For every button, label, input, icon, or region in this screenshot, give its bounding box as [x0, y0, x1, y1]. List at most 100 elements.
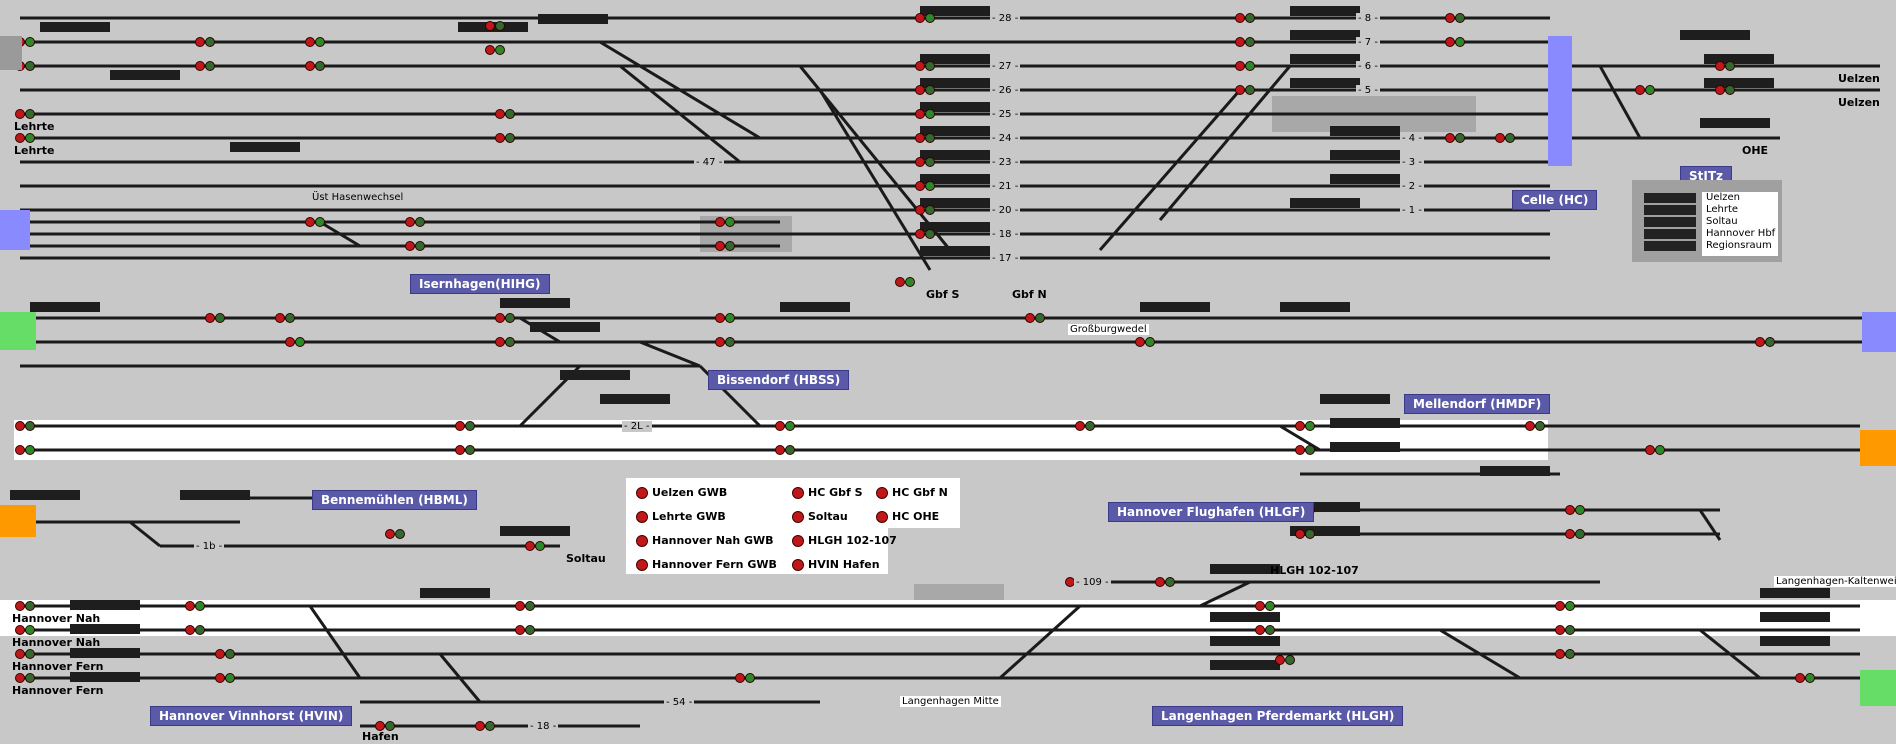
signal-light[interactable] [1715, 85, 1725, 95]
signal-light[interactable] [1285, 655, 1295, 665]
signal-light[interactable] [775, 445, 785, 455]
track-block-16[interactable] [1290, 30, 1360, 40]
signal-light[interactable] [1505, 133, 1515, 143]
track-block-32[interactable] [1280, 302, 1350, 312]
track-switch-6[interactable] [1598, 65, 1642, 139]
track-block-10[interactable] [920, 150, 990, 160]
signal-light[interactable] [25, 649, 35, 659]
signal-light[interactable] [1245, 61, 1255, 71]
signal-light[interactable] [195, 37, 205, 47]
signal-light[interactable] [1645, 445, 1655, 455]
legend-item[interactable]: Regionsraum [1706, 240, 1772, 251]
signal-light[interactable] [395, 529, 405, 539]
signal-light[interactable] [1085, 421, 1095, 431]
track-switch-0[interactable] [599, 40, 761, 140]
signal-light[interactable] [285, 313, 295, 323]
signal-light[interactable] [505, 133, 515, 143]
signal-light[interactable] [195, 61, 205, 71]
signal-light[interactable] [1265, 601, 1275, 611]
signal-light[interactable] [725, 241, 735, 251]
signal-light[interactable] [1305, 445, 1315, 455]
legend-item[interactable]: Soltau [1706, 216, 1738, 227]
track-block-18[interactable] [1290, 78, 1360, 88]
track-block-20[interactable] [1330, 150, 1400, 160]
track-block-24[interactable] [1704, 54, 1774, 64]
signal-light[interactable] [1795, 673, 1805, 683]
track-switch-1[interactable] [619, 64, 741, 164]
signal-light[interactable] [505, 337, 515, 347]
track-switch-5[interactable] [1158, 65, 1292, 221]
signal-light[interactable] [185, 601, 195, 611]
signal-light[interactable] [1725, 61, 1735, 71]
track-block-25[interactable] [1704, 78, 1774, 88]
track-block-4[interactable] [538, 14, 608, 24]
track-switch-9[interactable] [639, 340, 701, 368]
signal-light[interactable] [915, 157, 925, 167]
signal-light[interactable] [1245, 37, 1255, 47]
track-block-46[interactable] [70, 648, 140, 658]
signal-light[interactable] [1035, 313, 1045, 323]
edge-right-blue-celle[interactable] [1548, 36, 1572, 166]
signal-light[interactable] [925, 133, 935, 143]
signal-light[interactable] [915, 181, 925, 191]
signal-light[interactable] [915, 229, 925, 239]
legend-item[interactable]: Lehrte [1706, 204, 1739, 215]
signal-light[interactable] [775, 421, 785, 431]
signal-light[interactable] [725, 217, 735, 227]
signal-light[interactable] [925, 229, 935, 239]
signal-light[interactable] [1715, 61, 1725, 71]
track-switch-3[interactable] [818, 89, 932, 271]
track-block-34[interactable] [600, 394, 670, 404]
station-mellendorf[interactable]: Mellendorf (HMDF) [1404, 394, 1551, 414]
station-bennemuehlen[interactable]: Bennemühlen (HBML) [312, 490, 477, 510]
signal-light[interactable] [1295, 529, 1305, 539]
track-block-33[interactable] [560, 370, 630, 380]
signal-light[interactable] [195, 625, 205, 635]
track-block-52[interactable] [1210, 660, 1280, 670]
signal-light[interactable] [915, 13, 925, 23]
signal-light[interactable] [925, 181, 935, 191]
signal-light[interactable] [1565, 625, 1575, 635]
track-switch-13[interactable] [129, 520, 161, 548]
indicator-hc-ohe[interactable]: HC OHE [876, 506, 939, 525]
signal-light[interactable] [915, 133, 925, 143]
track-block-31[interactable] [1140, 302, 1210, 312]
signal-light[interactable] [465, 445, 475, 455]
signal-light[interactable] [915, 205, 925, 215]
signal-light[interactable] [745, 673, 755, 683]
track-block-11[interactable] [920, 174, 990, 184]
station-celle[interactable]: Celle (HC) [1512, 190, 1598, 210]
signal-light[interactable] [925, 205, 935, 215]
signal-light[interactable] [1565, 649, 1575, 659]
signal-light[interactable] [715, 241, 725, 251]
signal-light[interactable] [15, 625, 25, 635]
signal-light[interactable] [1235, 61, 1245, 71]
signal-light[interactable] [205, 61, 215, 71]
signal-light[interactable] [205, 37, 215, 47]
signal-light[interactable] [1555, 625, 1565, 635]
signal-light[interactable] [295, 337, 305, 347]
signal-light[interactable] [25, 625, 35, 635]
signal-light[interactable] [215, 313, 225, 323]
signal-light[interactable] [25, 445, 35, 455]
signal-light[interactable] [925, 85, 935, 95]
signal-light[interactable] [535, 541, 545, 551]
track-block-37[interactable] [1330, 442, 1400, 452]
track-switch-15[interactable] [438, 653, 482, 703]
signal-light[interactable] [15, 601, 25, 611]
track-block-9[interactable] [920, 126, 990, 136]
track-block-41[interactable] [500, 526, 570, 536]
track-block-6[interactable] [920, 54, 990, 64]
signal-light[interactable] [1275, 655, 1285, 665]
track-block-27[interactable] [30, 302, 100, 312]
track-switch-12[interactable] [1279, 424, 1321, 452]
signal-light[interactable] [1805, 673, 1815, 683]
track-block-1[interactable] [110, 70, 180, 80]
edge-right-blue[interactable] [1862, 312, 1896, 352]
track-switch-20[interactable] [1199, 580, 1251, 608]
track-block-51[interactable] [1210, 636, 1280, 646]
signal-light[interactable] [1755, 337, 1765, 347]
indicator-hvin-hafen[interactable]: HVIN Hafen [792, 554, 880, 573]
signal-light[interactable] [305, 37, 315, 47]
track-block-21[interactable] [1330, 174, 1400, 184]
